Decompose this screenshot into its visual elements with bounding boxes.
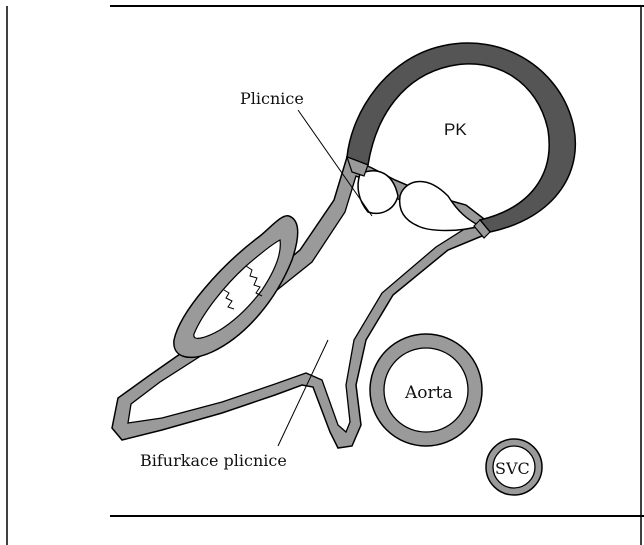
label-aorta: Aorta — [404, 383, 453, 403]
label-pk: PK — [444, 120, 467, 139]
label-svc: SVC — [495, 459, 530, 478]
label-plicnice: Plicnice — [240, 89, 304, 108]
label-bifurkace: Bifurkace plicnice — [140, 451, 287, 470]
valve-cusp-left — [358, 171, 398, 214]
